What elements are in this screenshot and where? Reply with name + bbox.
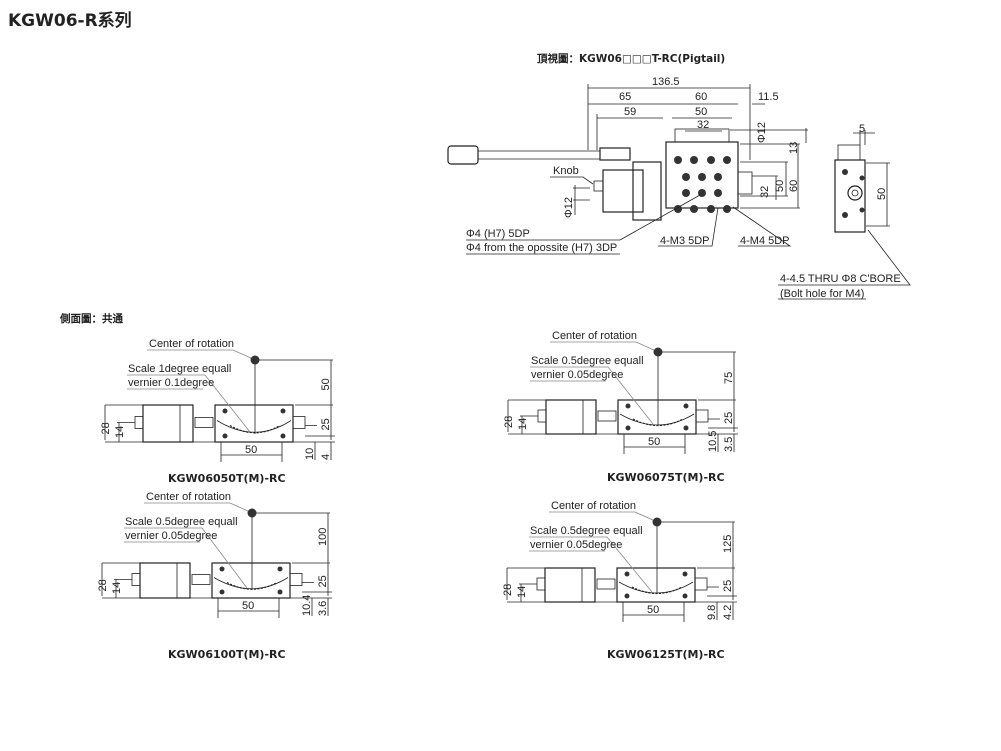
- mounting-hole: [723, 156, 731, 164]
- dim-width-50: 50: [648, 436, 660, 448]
- dim-total: 136.5: [652, 76, 680, 88]
- mounting-hole: [674, 156, 682, 164]
- center-of-rotation-marker: [250, 355, 260, 365]
- knob-label: Knob: [553, 165, 579, 177]
- top-view: 頂視圖：KGW06□□□T-RC(Pigtail) 136.5 65 60 11…: [447, 52, 911, 300]
- dim-side-5: 5: [859, 123, 865, 135]
- scale-label: Scale 0.5degree equall: [125, 516, 238, 528]
- dim-50: 50: [695, 106, 707, 118]
- dim-base-1: 10: [304, 448, 316, 460]
- pin-hole-opposite-label: Φ4 from the opossite (H7) 3DP: [466, 242, 617, 254]
- center-of-rotation-label: Center of rotation: [552, 330, 637, 342]
- mounting-hole: [674, 205, 682, 213]
- dim-phi12-top: Φ12: [756, 122, 768, 143]
- center-of-rotation-label: Center of rotation: [149, 338, 234, 350]
- dim-32: 32: [697, 119, 709, 131]
- mounting-hole: [698, 173, 706, 181]
- vernier-label: vernier 0.05degree: [125, 530, 217, 542]
- dim-rotation-center: 50: [320, 378, 332, 390]
- dim-height-14: 14: [111, 582, 123, 594]
- dim-base-2: 3.5: [723, 437, 735, 452]
- mounting-hole: [723, 205, 731, 213]
- dim-width-50: 50: [242, 600, 254, 612]
- model-caption: KGW06075T(M)-RC: [607, 471, 725, 484]
- dim-mid: 60: [695, 91, 707, 103]
- mounting-hole: [714, 189, 722, 197]
- dim-height-28: 28: [502, 584, 514, 596]
- dim-height-14: 14: [517, 418, 529, 430]
- mounting-hole: [690, 205, 698, 213]
- dim-v32: 32: [759, 186, 771, 198]
- dim-25: 25: [723, 412, 735, 424]
- dim-height-14: 14: [114, 426, 126, 438]
- dim-phi12-knob: Φ12: [563, 197, 575, 218]
- mounting-hole: [714, 173, 722, 181]
- scale-label: Scale 1degree equall: [128, 363, 231, 375]
- side-view-heading: 側面圖：共通: [59, 312, 123, 325]
- vernier-label: vernier 0.05degree: [531, 369, 623, 381]
- center-of-rotation-marker: [653, 347, 663, 357]
- vernier-label: vernier 0.1degree: [128, 377, 214, 389]
- dim-height-14: 14: [516, 586, 528, 598]
- dim-rotation-center: 100: [317, 528, 329, 546]
- dim-base-1: 10.4: [301, 595, 313, 616]
- model-caption: KGW06050T(M)-RC: [168, 472, 286, 485]
- dim-width-50: 50: [647, 604, 659, 616]
- m4-label: 4-M4 5DP: [740, 235, 790, 247]
- bolt-hole-note: (Bolt hole for M4): [780, 288, 864, 300]
- page-title: KGW06-R系列: [8, 11, 132, 31]
- scale-label: Scale 0.5degree equall: [531, 355, 644, 367]
- dim-height-28: 28: [100, 422, 112, 434]
- scale-label: Scale 0.5degree equall: [530, 525, 643, 537]
- dim-side-50: 50: [876, 188, 888, 200]
- dim-25: 25: [317, 575, 329, 587]
- dim-base-1: 10.5: [707, 431, 719, 452]
- dim-motor: 59: [624, 106, 636, 118]
- bolt-hole-label: 4-4.5 THRU Φ8 C'BORE: [780, 273, 901, 285]
- dim-left: 65: [619, 91, 631, 103]
- top-view-heading: 頂視圖：KGW06□□□T-RC(Pigtail): [537, 52, 725, 65]
- mounting-hole: [707, 156, 715, 164]
- mounting-hole: [682, 173, 690, 181]
- model-caption: KGW06125T(M)-RC: [607, 648, 725, 661]
- dim-base-2: 3.6: [317, 601, 329, 616]
- dim-width-50: 50: [245, 444, 257, 456]
- dim-v60: 60: [788, 180, 800, 192]
- m3-label: 4-M3 5DP: [660, 235, 710, 247]
- dim-base-2: 4: [320, 454, 332, 460]
- dim-13: 13: [788, 142, 800, 154]
- dim-v50: 50: [774, 180, 786, 192]
- center-of-rotation-marker: [247, 508, 257, 518]
- dim-height-28: 28: [503, 416, 515, 428]
- dim-rotation-center: 75: [723, 372, 735, 384]
- dim-base-1: 9.8: [706, 605, 718, 620]
- dim-height-28: 28: [97, 579, 109, 591]
- mounting-hole: [690, 156, 698, 164]
- mounting-hole: [682, 189, 690, 197]
- vernier-label: vernier 0.05degree: [530, 539, 622, 551]
- dim-rotation-center: 125: [722, 535, 734, 553]
- dim-base-2: 4.2: [722, 605, 734, 620]
- dim-25: 25: [320, 418, 332, 430]
- mounting-hole: [707, 205, 715, 213]
- center-of-rotation-label: Center of rotation: [146, 491, 231, 503]
- center-of-rotation-label: Center of rotation: [551, 500, 636, 512]
- dim-right: 11.5: [758, 91, 779, 103]
- center-of-rotation-marker: [652, 517, 662, 527]
- dim-25: 25: [722, 580, 734, 592]
- pin-hole-label: Φ4 (H7) 5DP: [466, 228, 530, 240]
- model-caption: KGW06100T(M)-RC: [168, 648, 286, 661]
